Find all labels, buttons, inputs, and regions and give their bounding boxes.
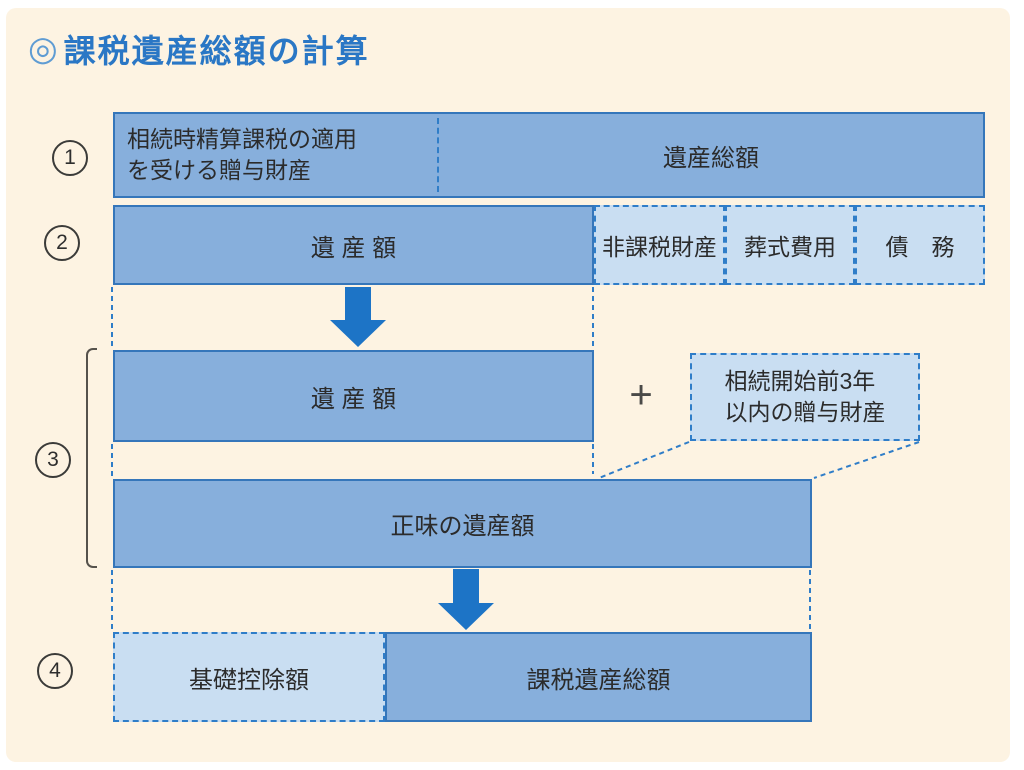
step-circle-3: 3 xyxy=(35,442,71,478)
taxable-estate-total-box: 課税遺産総額 xyxy=(385,632,812,722)
down-arrow-icon xyxy=(438,569,494,630)
double-circle-bullet-icon: ◎ xyxy=(28,30,60,68)
down-arrow-icon xyxy=(330,287,386,347)
nontaxable-property-box: 非課税財産 xyxy=(594,205,725,285)
basic-deduction-box: 基礎控除額 xyxy=(113,632,385,722)
step-circle-2: 2 xyxy=(44,225,80,261)
step-circle-4: 4 xyxy=(37,653,73,689)
gift-property-cell: 相続時精算課税の適用 を受ける贈与財産 xyxy=(127,125,357,183)
net-estate-box: 正味の遺産額 xyxy=(113,479,812,568)
gift-3years-box: 相続開始前3年 以内の贈与財産 xyxy=(690,353,920,441)
step-number: 4 xyxy=(49,659,61,682)
funeral-expenses-box: 葬式費用 xyxy=(725,205,855,285)
page-title-text: 課税遺産総額の計算 xyxy=(63,33,370,69)
debts-box: 債 務 xyxy=(855,205,985,285)
row1-dashed-divider xyxy=(437,118,439,192)
estate-amount-box-row2: 遺 産 額 xyxy=(113,205,594,285)
step-circle-1: 1 xyxy=(52,140,88,176)
row1-box: 相続時精算課税の適用 を受ける贈与財産 遺産総額 xyxy=(113,112,985,198)
step3-bracket xyxy=(86,348,97,568)
plus-sign: + xyxy=(629,372,653,417)
estate-total-cell: 遺産総額 xyxy=(663,144,759,172)
step-number: 2 xyxy=(56,231,68,254)
page-title: ◎ 課税遺産総額の計算 xyxy=(28,26,370,72)
estate-amount-box-row3: 遺 産 額 xyxy=(113,350,594,442)
step-number: 1 xyxy=(64,146,76,169)
step-number: 3 xyxy=(47,448,59,471)
